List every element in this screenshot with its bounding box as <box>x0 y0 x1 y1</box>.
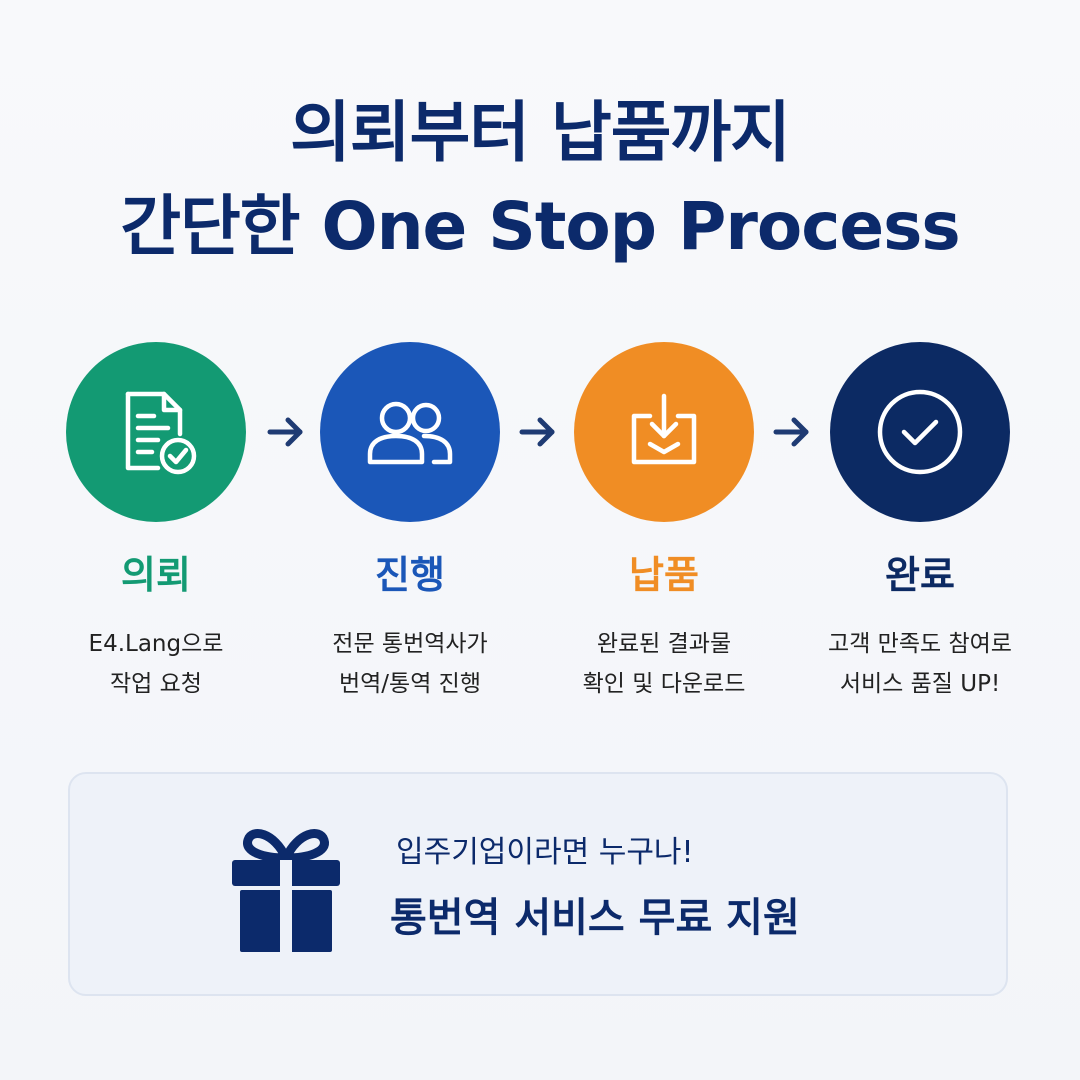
step-delivery-desc-line2: 확인 및 다운로드 <box>582 671 746 697</box>
step-progress-desc-line2: 번역/통역 진행 <box>338 671 482 697</box>
step-request: 의뢰 E4.Lang으로 작업 요청 <box>66 342 246 697</box>
document-check-icon <box>125 391 197 475</box>
step-delivery-desc-line1: 완료된 결과물 <box>596 631 732 657</box>
step-request-desc-line2: 작업 요청 <box>110 671 202 697</box>
step-progress-circle <box>320 342 500 522</box>
arrow-icon <box>266 414 306 450</box>
step-request-circle <box>66 342 246 522</box>
arrow-icon <box>518 414 558 450</box>
step-delivery-title: 납품 <box>629 553 699 597</box>
gift-icon <box>230 822 342 954</box>
step-progress-desc-line1: 전문 통번역사가 <box>332 631 488 657</box>
step-complete-desc-line2: 서비스 품질 UP! <box>839 671 1001 697</box>
step-request-title: 의뢰 <box>121 553 191 597</box>
users-icon <box>367 401 453 465</box>
step-delivery: 납품 완료된 결과물 확인 및 다운로드 <box>574 342 754 697</box>
step-complete: 완료 고객 만족도 참여로 서비스 품질 UP! <box>828 342 1012 697</box>
step-progress-desc: 전문 통번역사가 번역/통역 진행 <box>250 624 570 704</box>
banner-subtitle: 입주기업이라면 누구나! <box>396 835 694 870</box>
page-title-line1: 의뢰부터 납품까지 <box>290 94 791 171</box>
download-tray-icon <box>631 393 697 465</box>
promo-banner: 입주기업이라면 누구나! 통번역 서비스 무료 지원 <box>68 772 1008 996</box>
step-delivery-desc: 완료된 결과물 확인 및 다운로드 <box>504 624 824 704</box>
page-title-line2: 간단한 One Stop Process <box>120 188 960 265</box>
step-delivery-circle <box>574 342 754 522</box>
step-complete-title: 완료 <box>885 553 955 597</box>
step-complete-circle <box>830 342 1010 522</box>
step-request-desc: E4.Lang으로 작업 요청 <box>0 624 316 704</box>
step-complete-desc-line1: 고객 만족도 참여로 <box>828 631 1012 657</box>
step-complete-desc: 고객 만족도 참여로 서비스 품질 UP! <box>760 624 1080 704</box>
step-progress: 진행 전문 통번역사가 번역/통역 진행 <box>320 342 500 697</box>
step-request-desc-line1: E4.Lang으로 <box>88 631 224 657</box>
step-progress-title: 진행 <box>375 553 445 597</box>
arrow-icon <box>772 414 812 450</box>
check-circle-icon <box>877 389 963 475</box>
banner-title: 통번역 서비스 무료 지원 <box>390 895 800 941</box>
